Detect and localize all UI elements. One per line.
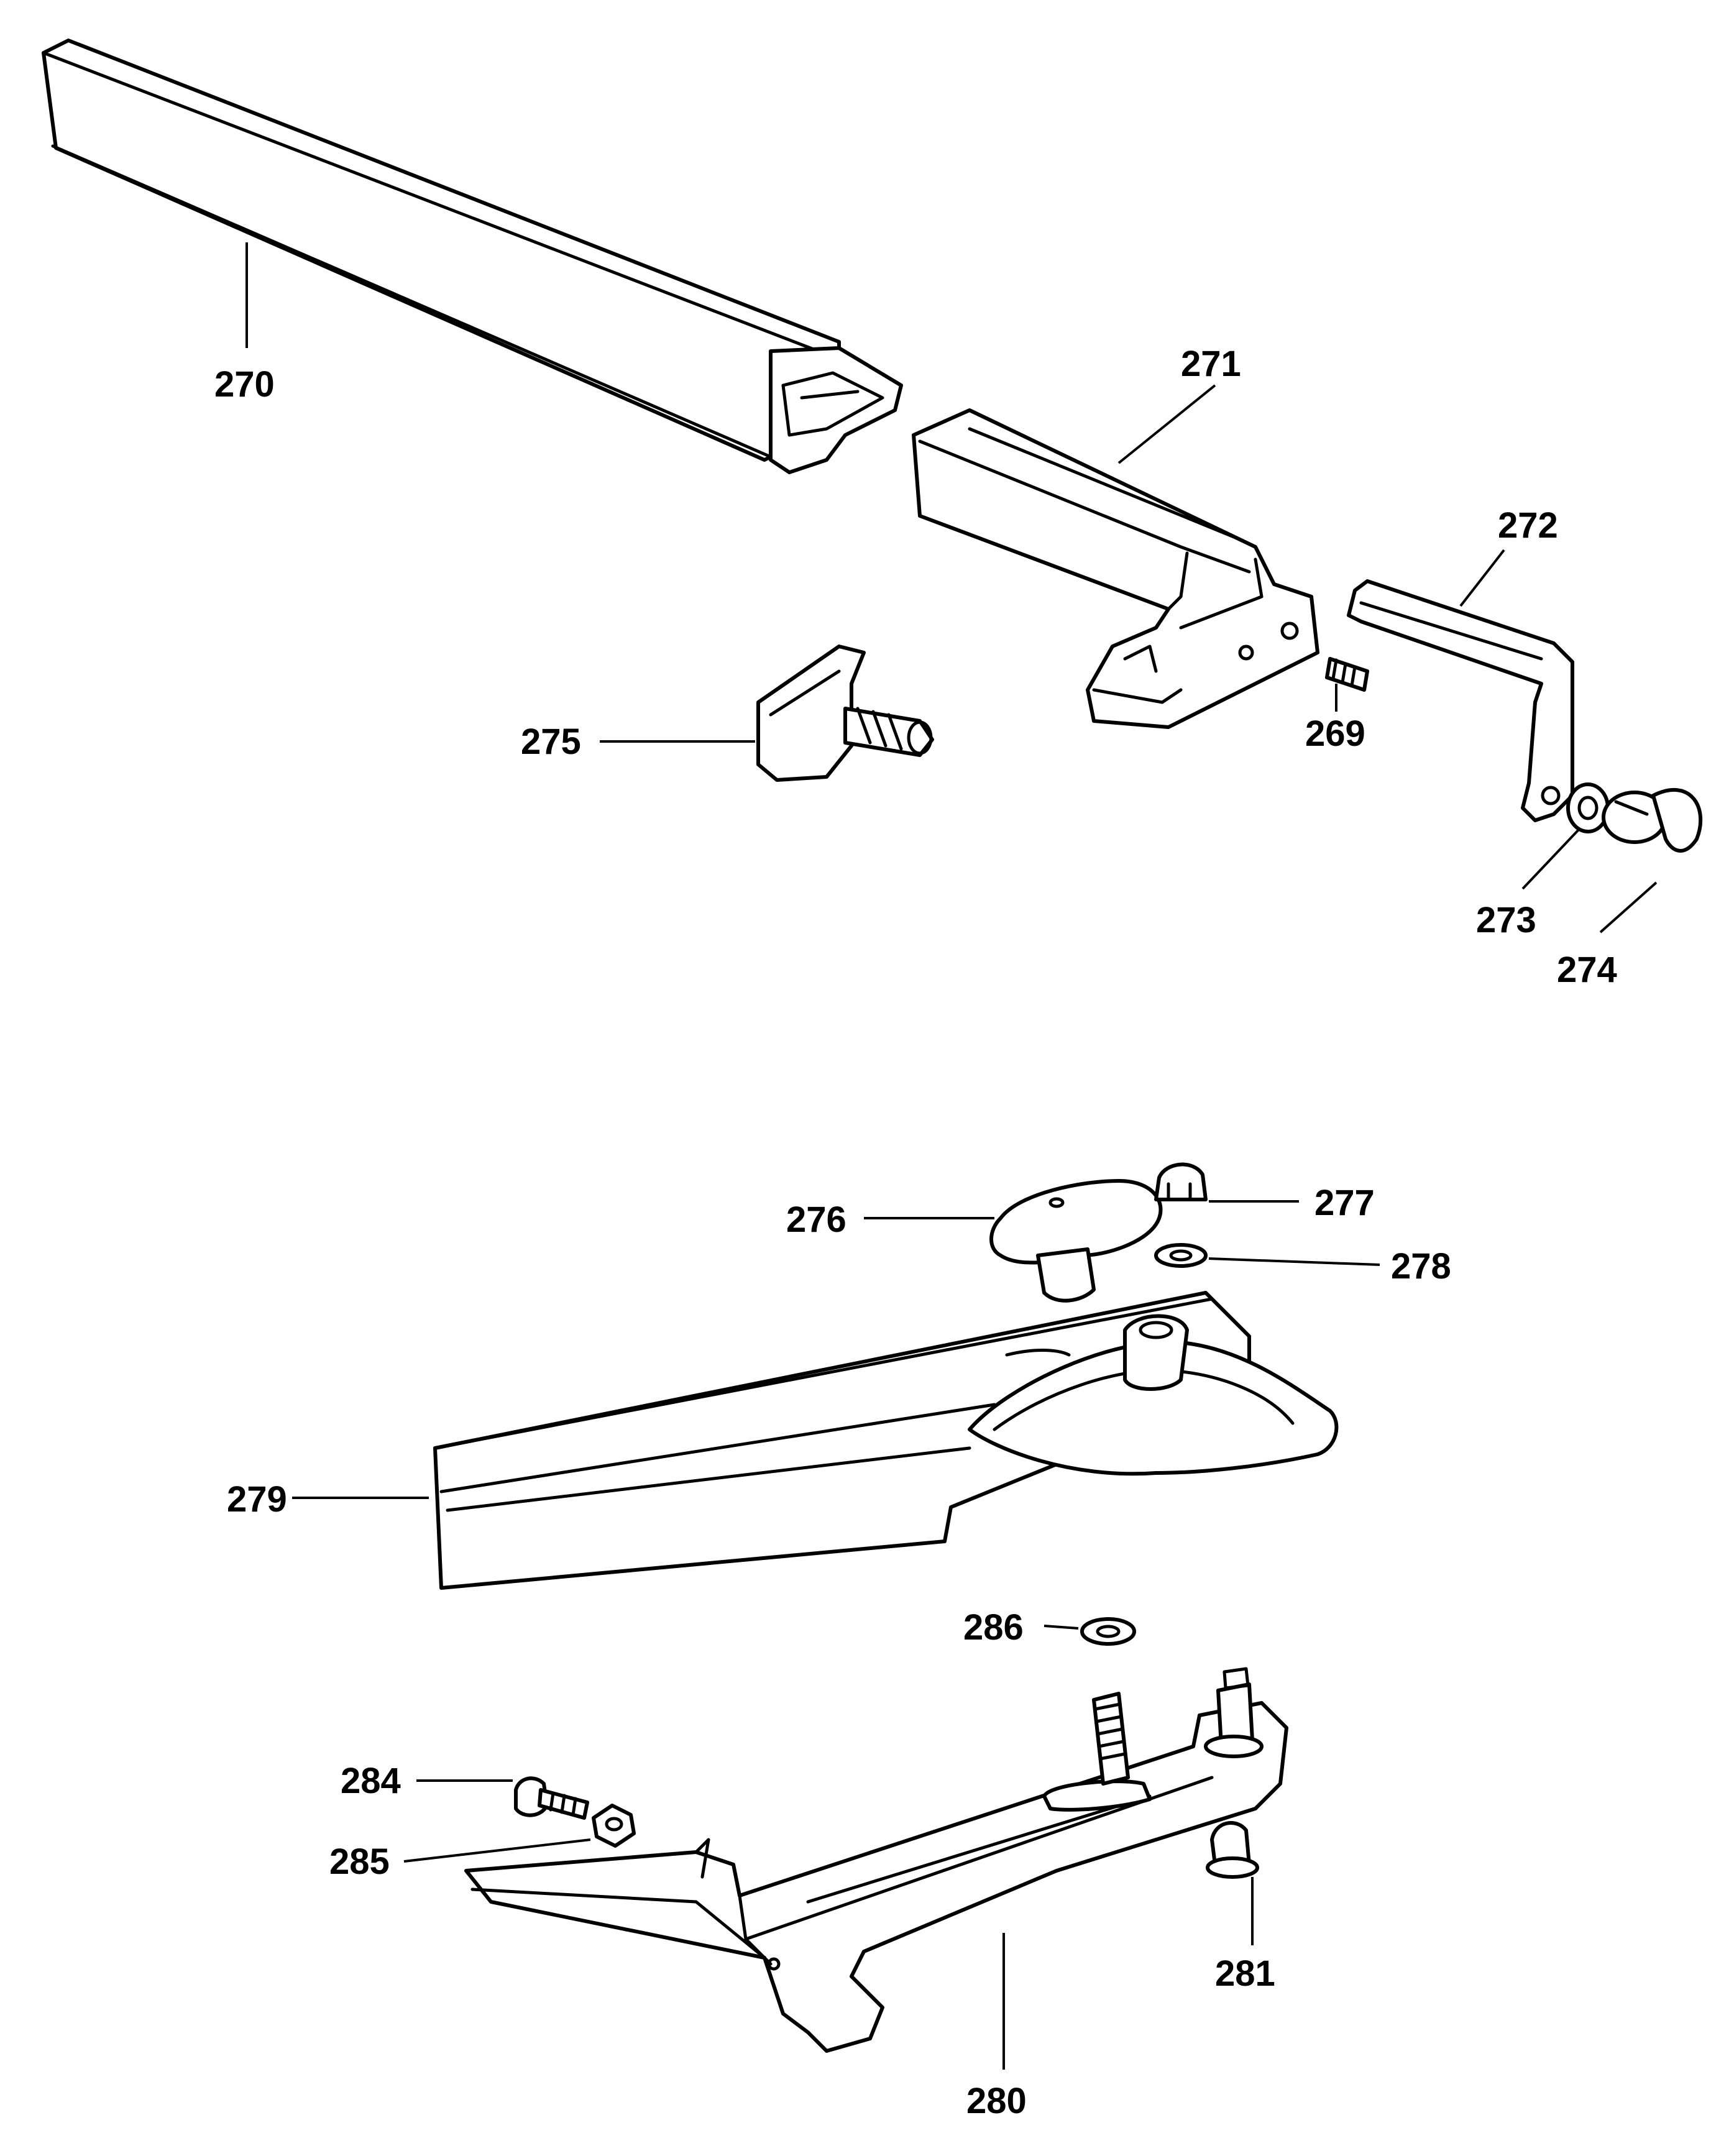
callout-276: 276 <box>786 1200 846 1240</box>
callout-286: 286 <box>963 1607 1024 1648</box>
leader-274 <box>1599 881 1658 934</box>
part-280-miter-bar <box>464 1667 1288 2053</box>
part-284-screw <box>514 1776 589 1820</box>
leader-278 <box>1208 1257 1380 1266</box>
callout-labels: 270 271 272 275 269 273 274 276 277 278 … <box>214 344 1617 2121</box>
callout-285: 285 <box>329 1842 390 1882</box>
part-271-fence-head <box>912 408 1319 729</box>
part-277-acorn-nut <box>1154 1162 1208 1201</box>
callout-272: 272 <box>1498 505 1558 546</box>
leader-286 <box>1044 1625 1079 1630</box>
leader-273 <box>1521 828 1580 890</box>
callout-271: 271 <box>1181 344 1241 384</box>
leader-285 <box>403 1838 591 1863</box>
part-269-set-screw <box>1325 657 1369 692</box>
callout-281: 281 <box>1215 1953 1275 1994</box>
part-270-fence-rail <box>42 39 903 474</box>
part-278-washer <box>1154 1243 1208 1268</box>
part-285-hex-nut <box>592 1804 636 1848</box>
callout-274: 274 <box>1557 950 1617 990</box>
callout-275: 275 <box>521 722 581 762</box>
callout-270: 270 <box>214 364 275 405</box>
part-274-knob <box>1602 787 1703 853</box>
leader-lines <box>245 242 1658 2070</box>
callout-278: 278 <box>1391 1246 1451 1287</box>
part-276-miter-knob <box>989 1179 1163 1303</box>
callout-279: 279 <box>227 1479 287 1520</box>
callout-280: 280 <box>966 2081 1027 2121</box>
part-279-miter-gauge-body <box>433 1291 1339 1590</box>
part-281-stud <box>1206 1821 1259 1879</box>
leader-271 <box>1117 384 1216 464</box>
callout-269: 269 <box>1305 713 1365 754</box>
part-273-washer <box>1566 782 1610 833</box>
callout-284: 284 <box>341 1761 401 1801</box>
callout-277: 277 <box>1314 1183 1375 1223</box>
callout-273: 273 <box>1476 900 1536 940</box>
part-272-lock-handle <box>1347 579 1574 822</box>
leader-272 <box>1459 549 1505 607</box>
part-275-guide-shoe <box>756 645 934 782</box>
part-286-washer <box>1080 1617 1136 1646</box>
